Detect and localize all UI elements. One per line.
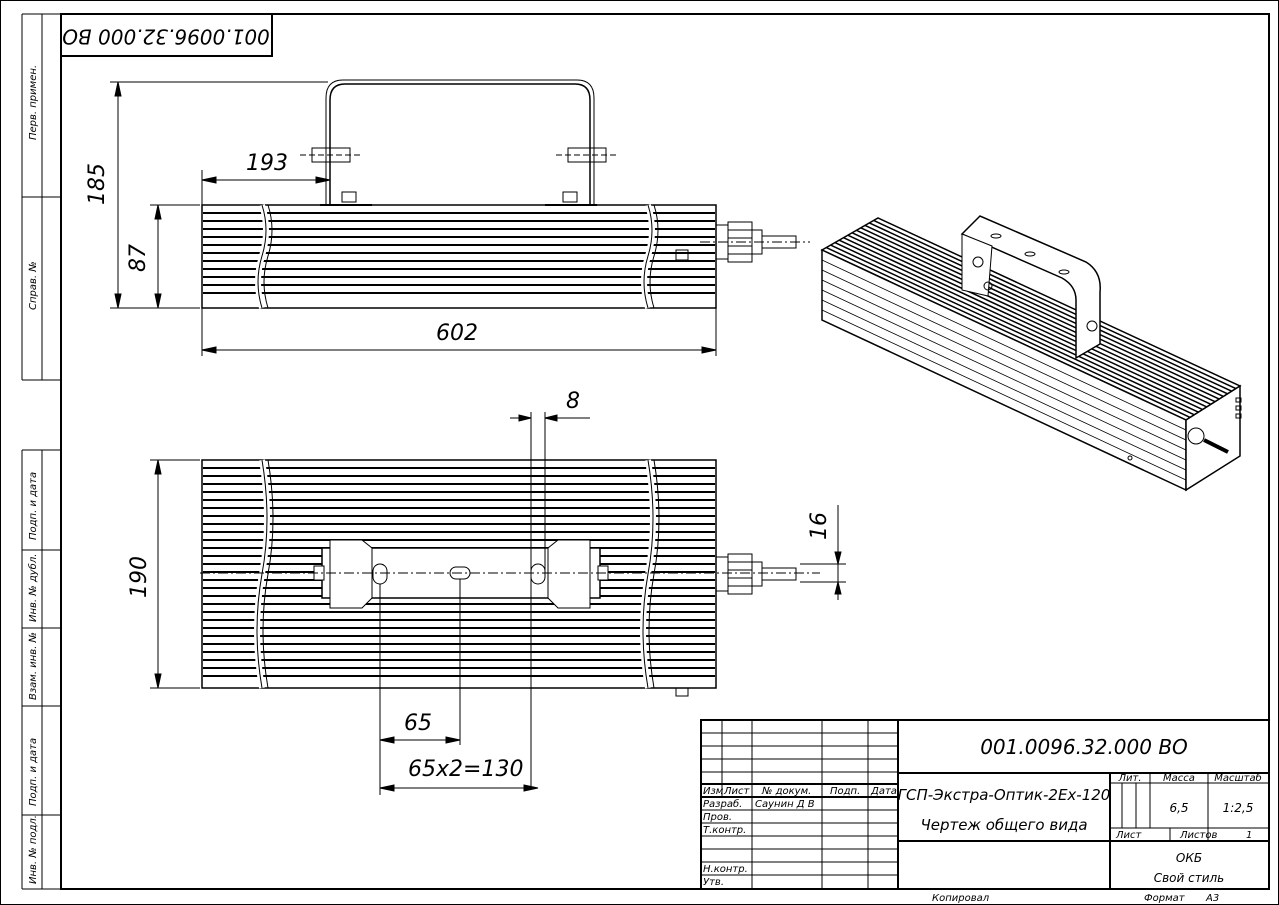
iso-side-line bbox=[821, 279, 1187, 451]
dim-602: 602 bbox=[436, 321, 478, 346]
dim-87: 87 bbox=[126, 244, 151, 272]
dim-8: 8 bbox=[566, 389, 580, 414]
mass-value: 6,5 bbox=[1169, 801, 1188, 815]
format-value: А3 bbox=[1205, 893, 1219, 904]
drawing-type: Чертеж общего вида bbox=[920, 816, 1087, 834]
side-label-4: Инв. № дубл. bbox=[27, 554, 39, 622]
copied-label: Копировал bbox=[932, 893, 990, 904]
role-checker: Пров. bbox=[703, 812, 732, 823]
inner-frame bbox=[60, 13, 1270, 890]
iso-fin-line bbox=[869, 222, 1233, 392]
isometric-fins bbox=[821, 219, 1237, 481]
hdr-doc: № докум. bbox=[761, 786, 811, 797]
side-label-5: Взам. инв. № bbox=[28, 632, 39, 700]
iso-fin-line bbox=[825, 246, 1191, 419]
dim-65: 65 bbox=[404, 711, 432, 736]
iso-fin-line bbox=[830, 244, 1195, 416]
iso-side-line bbox=[821, 309, 1187, 481]
iso-fin-line bbox=[851, 232, 1216, 403]
front-dimensions bbox=[110, 81, 717, 356]
iso-fin-line bbox=[847, 234, 1212, 405]
iso-fin-line bbox=[864, 224, 1228, 395]
role-developer: Разраб. bbox=[703, 798, 742, 810]
role-tech: Т.контр. bbox=[703, 825, 746, 836]
dim-16: 16 bbox=[807, 512, 832, 540]
side-label-2: Справ. № bbox=[28, 261, 39, 310]
side-label-1: Перв. примен. bbox=[28, 65, 39, 140]
hdr-list: Лист bbox=[723, 786, 751, 797]
iso-fin-line bbox=[843, 237, 1208, 408]
iso-fin-line bbox=[860, 227, 1224, 398]
side-label-7: Инв. № подл. bbox=[28, 815, 39, 884]
sheets-count: 1 bbox=[1246, 830, 1252, 841]
org-line-2: Свой стиль bbox=[1154, 871, 1225, 885]
format-label: Формат bbox=[1144, 893, 1186, 904]
rotated-code-box bbox=[60, 13, 273, 57]
dim-193: 193 bbox=[246, 151, 288, 176]
dim-190: 190 bbox=[127, 556, 152, 598]
top-view bbox=[200, 459, 820, 697]
scale-label: Масштаб bbox=[1214, 772, 1262, 784]
drawing-code: 001.0096.32.000 ВО bbox=[980, 735, 1188, 759]
side-label-6: Подп. и дата bbox=[28, 738, 39, 806]
dim-130: 65x2=130 bbox=[408, 757, 523, 782]
title-block bbox=[700, 719, 1270, 890]
scale-value: 1:2,5 bbox=[1223, 801, 1254, 815]
hdr-date: Дата bbox=[870, 786, 897, 797]
housing-fins-front bbox=[203, 212, 715, 294]
org-line-1: ОКБ bbox=[1176, 851, 1202, 865]
side-column bbox=[21, 13, 61, 890]
iso-fin-line bbox=[873, 219, 1237, 390]
rotated-code: 001.0096.32.000 ВО bbox=[62, 25, 270, 49]
front-view bbox=[201, 79, 810, 309]
iso-side-line bbox=[821, 269, 1187, 441]
iso-side-line bbox=[821, 299, 1187, 471]
sheets-label: Листов bbox=[1179, 830, 1217, 841]
hdr-sign: Подп. bbox=[830, 786, 860, 797]
dim-185: 185 bbox=[85, 163, 110, 205]
iso-side-line bbox=[821, 259, 1187, 431]
iso-fin-line bbox=[838, 239, 1203, 411]
side-label-3: Подп. и дата bbox=[28, 472, 39, 540]
iso-fin-line bbox=[834, 241, 1199, 413]
lit-label: Лит. bbox=[1117, 773, 1141, 784]
mass-label: Масса bbox=[1163, 773, 1195, 784]
top-dimensions bbox=[150, 412, 846, 795]
hdr-izm: Изм bbox=[703, 786, 724, 797]
sheet-label: Лист bbox=[1115, 830, 1143, 841]
product-name: ГСП-Экстра-Оптик-2Ех-120 bbox=[898, 786, 1111, 804]
iso-side-line bbox=[821, 289, 1187, 461]
developer-name: Саунин Д В bbox=[755, 799, 815, 810]
isometric-view bbox=[820, 215, 1242, 492]
role-norm: Н.контр. bbox=[703, 864, 748, 875]
role-approve: Утв. bbox=[703, 877, 724, 888]
iso-fin-line bbox=[856, 229, 1220, 400]
